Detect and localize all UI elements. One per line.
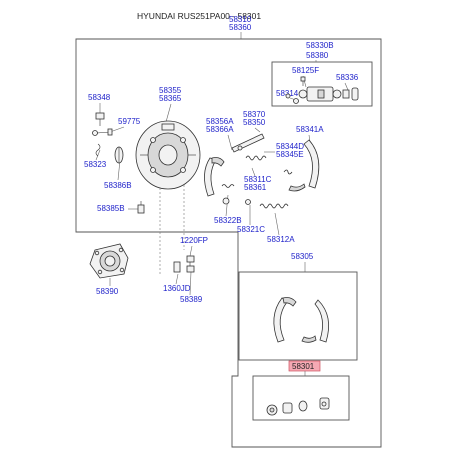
- backing-plate-icon: [135, 120, 201, 190]
- pin-icon: [92, 128, 113, 136]
- wheel-cylinder-icon: [285, 76, 359, 104]
- label-58365[interactable]: 58365: [159, 94, 182, 103]
- wheel-cylinder-box: [271, 60, 373, 107]
- label-58321C[interactable]: 58321C: [237, 225, 265, 234]
- label-58322B[interactable]: 58322B: [214, 216, 242, 225]
- shoe-kit-right-icon: [301, 299, 330, 343]
- label-58361[interactable]: 58361: [244, 183, 267, 192]
- label-58312A[interactable]: 58312A: [267, 235, 295, 244]
- shoe-kit-frame: [238, 271, 358, 361]
- spring-lower-icon: [259, 203, 289, 209]
- label-1360JD[interactable]: 1360JD: [163, 284, 191, 293]
- highlight-badge: [288, 360, 321, 372]
- bolt-icon: [95, 112, 105, 126]
- label-58366A[interactable]: 58366A: [206, 125, 234, 134]
- label-58345E[interactable]: 58345E: [276, 150, 304, 159]
- label-58305[interactable]: 58305: [291, 252, 314, 261]
- label-58311C[interactable]: 58311C: [244, 175, 272, 184]
- label-58389[interactable]: 58389: [180, 295, 203, 304]
- label-58390[interactable]: 58390: [96, 287, 119, 296]
- adjuster-icon: [114, 146, 124, 164]
- main-frame: [75, 38, 382, 448]
- label-58125F[interactable]: 58125F: [292, 66, 319, 75]
- spring-mid-icon: [283, 169, 293, 175]
- repair-kit-frame: [252, 375, 350, 421]
- label-58344D[interactable]: 58344D: [276, 142, 304, 151]
- hub-bolt-icon: [173, 255, 195, 273]
- label-58356A[interactable]: 58356A: [206, 117, 234, 126]
- label-58310[interactable]: 58310: [229, 15, 252, 24]
- label-58314[interactable]: 58314: [276, 89, 299, 98]
- label-58355[interactable]: 58355: [159, 86, 182, 95]
- label-59775[interactable]: 59775: [118, 117, 141, 126]
- label-58385B[interactable]: 58385B: [97, 204, 125, 213]
- clip-icon: [95, 143, 101, 157]
- label-58370[interactable]: 58370: [243, 110, 266, 119]
- label-58348[interactable]: 58348: [88, 93, 111, 102]
- label-58350[interactable]: 58350: [243, 118, 266, 127]
- label-1220FP[interactable]: 1220FP: [180, 236, 208, 245]
- wheel-cylinder-frame: [271, 61, 373, 107]
- label-58341A[interactable]: 58341A: [296, 125, 324, 134]
- strut-icon: [231, 133, 265, 153]
- spring-small-icon: [221, 184, 235, 188]
- bleeder-icon: [137, 201, 145, 214]
- brake-shoe-right-icon: [288, 139, 320, 192]
- brake-shoe-left-icon: [204, 157, 225, 197]
- label-58323[interactable]: 58323: [84, 160, 107, 169]
- label-58330B[interactable]: 58330B: [306, 41, 334, 50]
- hub-flange-icon: [89, 243, 129, 279]
- diagram-title: HYUNDAI RUS251PA00 - 58301: [137, 11, 261, 21]
- label-58386B[interactable]: 58386B: [104, 181, 132, 190]
- label-58360[interactable]: 58360: [229, 23, 252, 32]
- shoe-kit-left-icon: [273, 297, 297, 343]
- washer-icon: [222, 197, 251, 205]
- repair-kit-parts-icon: [266, 397, 330, 416]
- label-58336[interactable]: 58336: [336, 73, 359, 82]
- label-58380[interactable]: 58380: [306, 51, 329, 60]
- label-58301[interactable]: 58301: [292, 362, 315, 371]
- spring-upper-icon: [245, 155, 267, 161]
